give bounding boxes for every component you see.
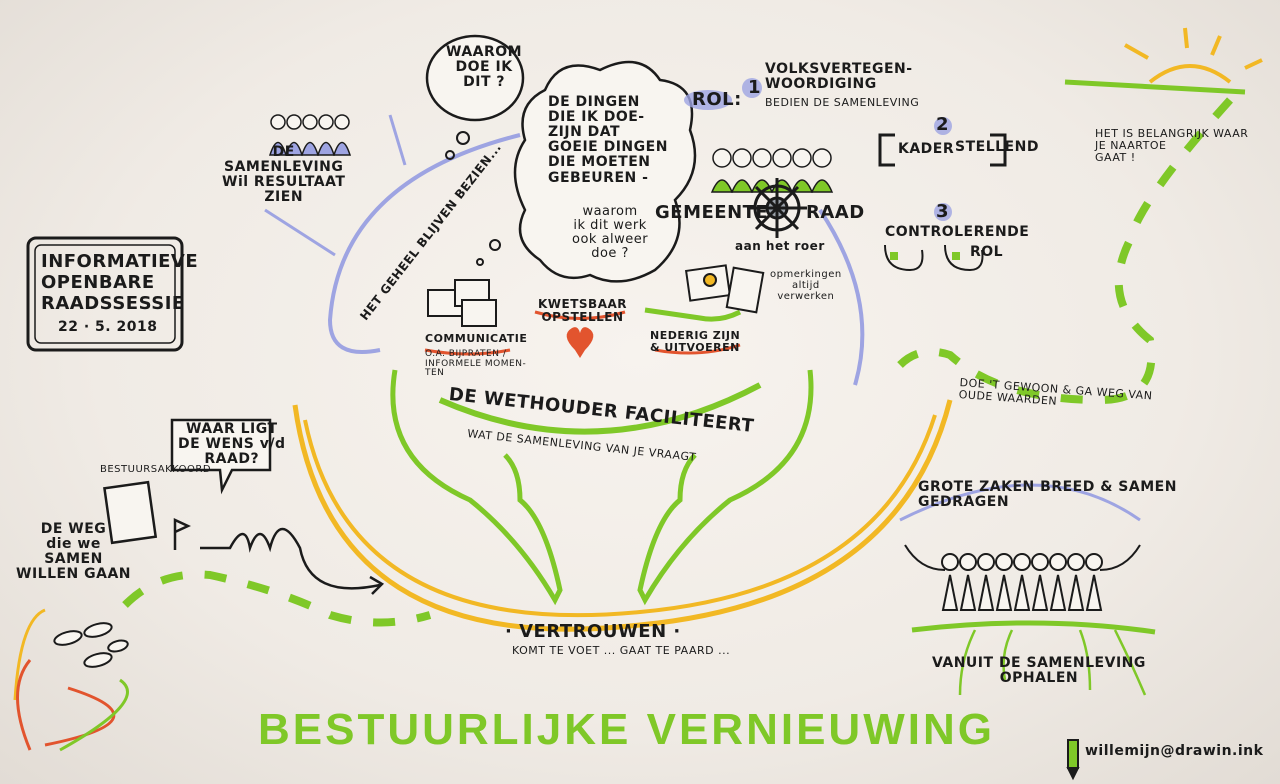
vertrouwen-subtext: KOMT TE VOET ... GAAT TE PAARD ...: [512, 644, 731, 657]
lavender-arrow-1: [264, 208, 336, 257]
gemeenteraad-left: GEMEENTE: [655, 202, 769, 223]
rol3-left: CONTROLERENDE: [885, 224, 1030, 240]
vertrouwen-text: · VERTROUWEN ·: [505, 621, 681, 642]
session-title-line3: RAADSSESSIE: [41, 293, 185, 314]
thought-big-subtext: waarom ik dit werk ook alweer doe ?: [572, 204, 649, 262]
dashed-road-left: [122, 570, 432, 627]
lavender-arc-top-right: [899, 483, 1141, 522]
thought-bubble-small: [425, 34, 525, 122]
communicatie-title: COMMUNICATIE: [425, 332, 528, 345]
lavender-arrow-2: [388, 114, 407, 166]
session-box-frame: [26, 236, 184, 352]
footprints-icon: [53, 622, 129, 668]
left-hand: [390, 369, 563, 606]
rol2-number: 2: [936, 114, 950, 135]
speech-box-waar: [170, 418, 272, 495]
flag-icon: [173, 518, 191, 550]
document-icon: [103, 480, 158, 545]
thought-bubble-big: [513, 60, 697, 283]
sun-icon: [1124, 27, 1263, 84]
wethouder-arc: [438, 382, 762, 435]
session-title-line2: OPENBARE: [41, 272, 155, 293]
handshake-icon: [644, 307, 742, 322]
vanuit-text: VANUIT DE SAMENLEVING OPHALEN: [932, 655, 1146, 687]
spiral-arrow: [200, 527, 381, 590]
main-title: BESTUURLIJKE VERNIEUWING: [258, 705, 995, 754]
session-title-line1: INFORMATIEVE: [41, 251, 199, 272]
kwetsbaar-text: KWETSBAAR OPSTELLEN: [538, 297, 628, 324]
aan-het-roer: aan het roer: [735, 239, 825, 253]
ship-wheel-icon: [747, 178, 807, 238]
dashed-road-right: [897, 97, 1233, 405]
rol3-number: 3: [936, 201, 950, 222]
horizon-line: [1064, 79, 1246, 95]
rol3-right: ROL: [970, 244, 1004, 260]
thought-small-text: WAAROM DOE IK DIT ?: [446, 44, 523, 91]
heart-icon: [566, 327, 594, 358]
waar-ligt-text: WAAR LIGT DE WENS v/d RAAD?: [178, 421, 286, 468]
ground-line-right: [911, 620, 1156, 635]
opmerkingen-text: opmerkingen altijd verwerken: [770, 269, 842, 302]
yellow-arc-inner: [303, 414, 937, 618]
signature: willemijn@drawin.ink: [1085, 743, 1264, 759]
grote-zaken-text: GROTE ZAKEN BREED & SAMEN GEDRAGEN: [918, 479, 1177, 511]
gemeenteraad-right: RAAD: [806, 202, 865, 223]
communicatie-sub: O.A. BIJPRATEN / INFORMELE MOMEN- TEN: [425, 349, 527, 379]
rol-label: ROL:: [692, 89, 742, 110]
lavender-arc-right: [818, 208, 865, 386]
rol1-title: VOLKSVERTEGEN- WOORDIGING: [765, 61, 913, 93]
yellow-arc-outer: [292, 399, 953, 632]
rol2-left: KADER: [898, 141, 955, 157]
right-hand: [637, 369, 814, 606]
rol1-subtitle: BEDIEN DE SAMENLEVING: [765, 96, 920, 109]
people-group-left: [268, 114, 352, 156]
chat-icon: [427, 279, 497, 327]
rol1-number: 1: [748, 77, 762, 98]
rol2-right: STELLEND: [955, 139, 1039, 155]
samenleving-text: DE SAMENLEVING Wil RESULTAAT ZIEN: [222, 144, 346, 206]
thought-big-text: DE DINGEN DIE IK DOE- ZIJN DAT GOEIE DIN…: [548, 94, 668, 186]
idea-papers-icon: [684, 264, 765, 314]
pen-icon: [1066, 739, 1080, 781]
nederig-text: NEDERIG ZIJN & UITVOEREN: [650, 329, 741, 354]
lavender-arc-left: [327, 133, 521, 354]
people-group-right: [904, 544, 1141, 611]
bestuursakkoord-text: BESTUURSAKKOORD: [100, 464, 212, 475]
belangrijk-text: HET IS BELANGRIJK WAAR JE NAARTOE GAAT !: [1095, 127, 1249, 164]
de-weg-text: DE WEG die we SAMEN WILLEN GAAN: [16, 521, 132, 583]
session-date: 22 · 5. 2018: [58, 319, 158, 335]
